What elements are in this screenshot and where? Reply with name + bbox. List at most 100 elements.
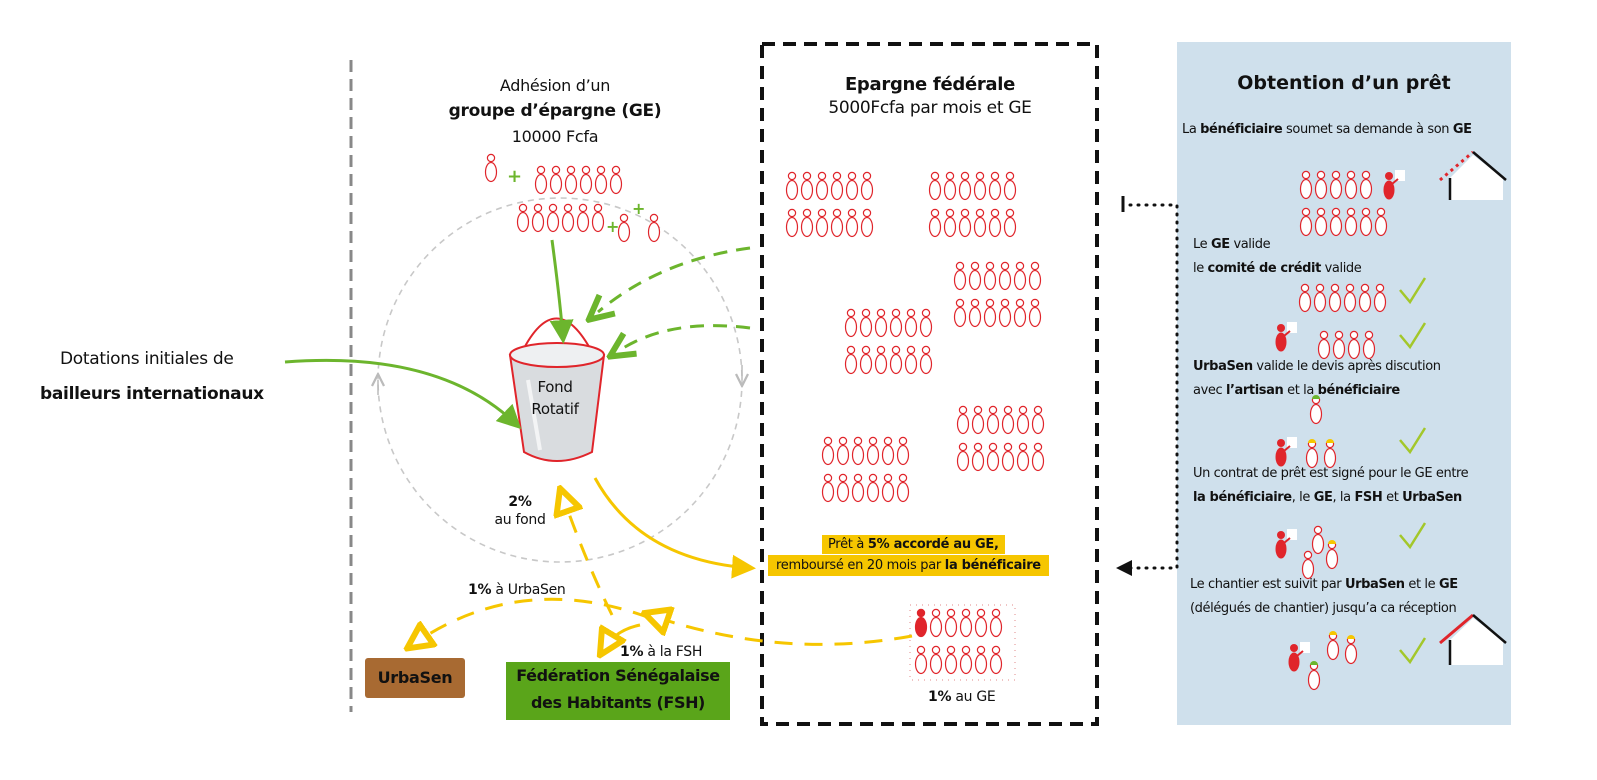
person-icon <box>549 165 563 195</box>
person-icon <box>1343 283 1357 313</box>
text-segment: l’artisan <box>1225 383 1284 398</box>
fond-pct-label: au fond <box>494 512 546 528</box>
checkmark-icon <box>1399 277 1427 305</box>
person-icon <box>1329 207 1343 237</box>
person-icon <box>904 308 918 338</box>
person-icon <box>1016 442 1030 472</box>
person-icon <box>944 608 958 638</box>
bucket-label-1: Fond <box>537 378 573 396</box>
person-icon <box>851 436 865 466</box>
loan-rate: 5% accordé au GE, <box>867 537 999 552</box>
epargne-title: Epargne fédérale <box>844 74 1016 95</box>
person-icon <box>914 645 928 675</box>
person-icon <box>561 203 575 233</box>
person-icon <box>594 165 608 195</box>
person-icon <box>591 203 605 233</box>
plus-icon: + <box>606 217 619 236</box>
text-segment: valide <box>1320 261 1362 276</box>
person-icon <box>986 442 1000 472</box>
person-icon <box>859 345 873 375</box>
beneficiary-icon <box>1275 529 1297 559</box>
person-icon <box>800 171 814 201</box>
person-icon <box>889 345 903 375</box>
person-icon <box>956 442 970 472</box>
loan-beneficiary: la bénéficaire <box>944 558 1041 573</box>
beneficiary-icon <box>1383 170 1405 200</box>
person-icon <box>959 645 973 675</box>
fsh-line2: des Habitants (FSH) <box>531 693 705 712</box>
text-segment: UrbaSen <box>1402 490 1462 505</box>
person-icon <box>579 165 593 195</box>
person-icon <box>484 153 498 183</box>
person-icon <box>785 208 799 238</box>
person-icon <box>1001 442 1015 472</box>
person-icon <box>998 261 1012 291</box>
person-icon <box>830 171 844 201</box>
text-segment: la bénéficiaire <box>1193 490 1292 505</box>
person-icon <box>988 171 1002 201</box>
person-icon <box>1332 330 1346 360</box>
text-segment: UrbaSen <box>1193 359 1253 374</box>
text-segment: et <box>1382 490 1403 505</box>
person-icon <box>821 436 835 466</box>
beneficiary-icon <box>1275 437 1297 467</box>
person-icon <box>1359 170 1373 200</box>
person-icon <box>904 345 918 375</box>
person-icon <box>534 165 548 195</box>
person-icon <box>874 345 888 375</box>
bucket-icon <box>508 317 606 462</box>
person-icon <box>564 165 578 195</box>
fsh-box: Fédération Sénégalaise des Habitants (FS… <box>506 662 730 720</box>
person-icon <box>1309 395 1323 425</box>
plus-signs: + + + <box>507 166 645 236</box>
person-icon <box>968 298 982 328</box>
text-segment: comité de crédit <box>1207 261 1322 276</box>
loan-terms: remboursé en 20 mois par <box>776 558 945 573</box>
person-icon <box>1329 170 1343 200</box>
adhesion-line2: groupe d’épargne (GE) <box>448 101 662 121</box>
person-icon <box>844 308 858 338</box>
person-icon <box>958 208 972 238</box>
checkmark-icon <box>1399 322 1427 350</box>
text-segment: valide <box>1229 237 1271 252</box>
person-icon <box>1307 661 1321 691</box>
loan-line1: Prêt à 5% accordé au GE, <box>822 535 1005 554</box>
person-icon <box>874 308 888 338</box>
dotted-connector <box>1128 203 1179 570</box>
person-icon <box>516 203 530 233</box>
text-segment: UrbaSen <box>1344 577 1405 592</box>
person-icon <box>821 473 835 503</box>
step-4a: Un contrat de prêt est signé pour le GE … <box>1193 466 1469 481</box>
text-segment: Le <box>1193 237 1211 252</box>
text-segment: bénéficiaire <box>1200 122 1283 137</box>
step-5b: (délégués de chantier) jusqu’a ca récept… <box>1190 601 1457 616</box>
person-icon <box>928 171 942 201</box>
person-icon <box>1001 405 1015 435</box>
dotations-line2: bailleurs internationaux <box>40 384 264 404</box>
person-icon <box>1305 439 1319 469</box>
federal-savings-box <box>760 42 1099 726</box>
ge-pct-text: 1% au GE <box>928 689 996 705</box>
step-2a: Le GE valide <box>1193 237 1271 252</box>
person-icon <box>836 473 850 503</box>
person-icon <box>815 208 829 238</box>
person-icon <box>896 473 910 503</box>
plus-icon: + <box>632 199 645 218</box>
epargne-subtitle: 5000Fcfa par mois et GE <box>828 98 1032 118</box>
person-icon <box>1003 171 1017 201</box>
person-icon <box>1325 540 1339 570</box>
person-icon <box>943 208 957 238</box>
fond-pct: 2% <box>508 494 532 510</box>
person-icon <box>929 608 943 638</box>
person-icon <box>983 261 997 291</box>
person-icon <box>1317 330 1331 360</box>
text-segment: valide le devis après discution <box>1252 359 1441 374</box>
ge-pct: 1% <box>928 689 952 705</box>
house-icon-start <box>1439 150 1507 200</box>
person-icon <box>845 208 859 238</box>
fsh-pct-text: 1% à la FSH <box>620 644 702 660</box>
text-segment: FSH <box>1354 490 1383 505</box>
step-4b: la bénéficiaire, le GE, la FSH et UrbaSe… <box>1193 490 1462 505</box>
person-icon <box>1313 283 1327 313</box>
